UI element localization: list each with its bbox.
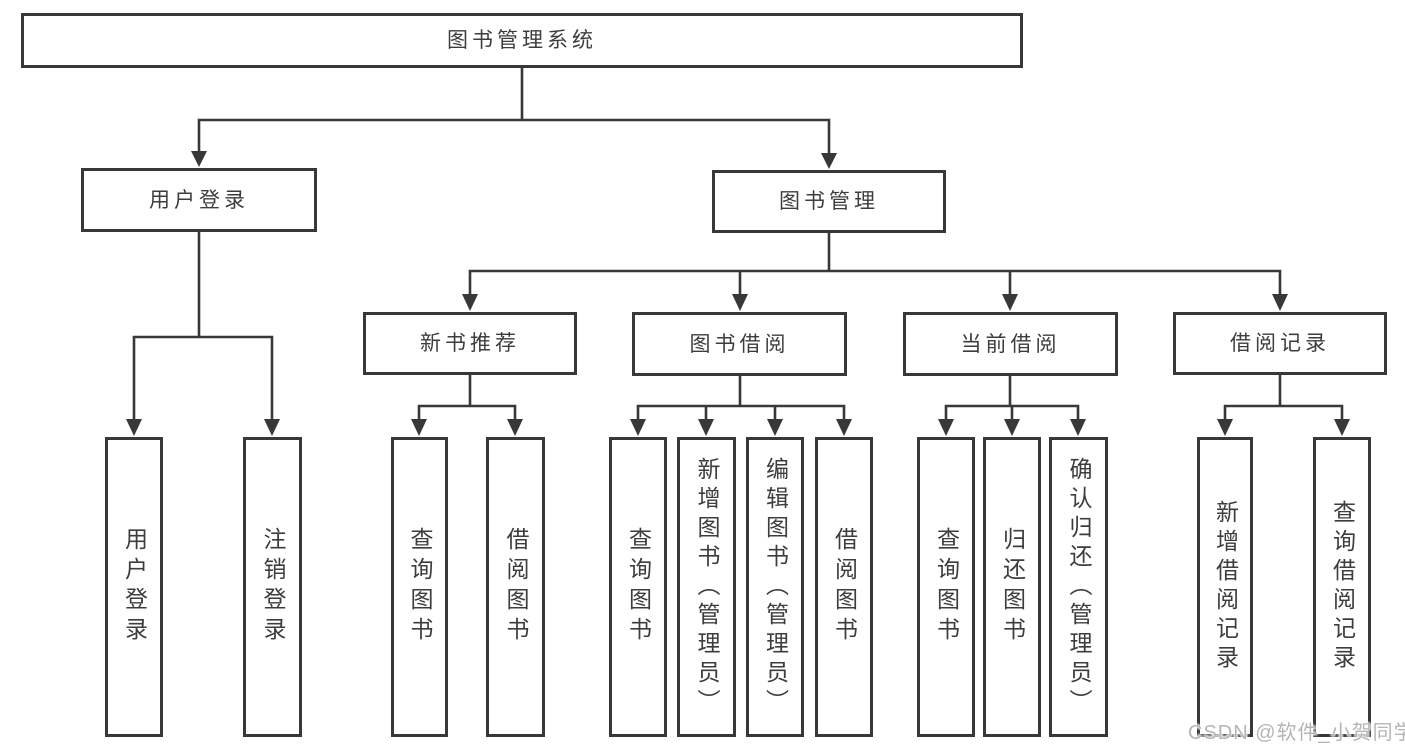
leaf-user-login: 用户登录 <box>105 437 163 737</box>
arrow-icon <box>1004 419 1020 436</box>
leaf-borrow-book-1: 借阅图书 <box>486 437 545 737</box>
arrow-icon <box>1002 294 1018 311</box>
arrow-icon <box>191 151 207 167</box>
node-new-book-recommend: 新书推荐 <box>363 312 577 375</box>
arrow-icon <box>698 419 714 436</box>
connector-current-borrow-to-leaves <box>944 373 1080 423</box>
node-label: 用户登录 <box>149 188 249 212</box>
node-label: 图书借阅 <box>689 332 790 356</box>
node-borrow-record: 借阅记录 <box>1173 312 1387 375</box>
arrow-icon <box>411 419 427 436</box>
leaf-borrow-book-2: 借阅图书 <box>815 437 873 737</box>
leaf-query-book-3: 查询图书 <box>917 437 975 737</box>
arrow-icon <box>264 419 280 436</box>
node-label: 借阅记录 <box>1230 332 1330 355</box>
leaf-label: 查询图书 <box>933 527 960 647</box>
leaf-confirm-return-admin: 确认归还（管理员） <box>1049 437 1108 737</box>
arrow-icon <box>507 419 523 436</box>
leaf-label: 归还图书 <box>999 527 1026 647</box>
leaf-query-borrow-record: 查询借阅记录 <box>1313 437 1371 737</box>
arrow-icon <box>1272 294 1288 311</box>
arrow-icon <box>630 419 646 436</box>
leaf-logout: 注销登录 <box>243 437 302 737</box>
leaf-label: 查询图书 <box>407 527 433 647</box>
leaf-label: 编辑图书（管理员） <box>762 456 789 718</box>
leaf-query-book-1: 查询图书 <box>391 437 448 737</box>
leaf-label: 注销登录 <box>260 527 286 647</box>
leaf-label: 查询图书 <box>625 527 652 647</box>
connector-root-to-branches <box>197 66 831 156</box>
node-current-borrow: 当前借阅 <box>903 312 1118 376</box>
leaf-label: 新增借阅记录 <box>1212 500 1239 674</box>
arrow-icon <box>821 153 837 169</box>
connector-new-book-to-leaves <box>417 373 517 423</box>
arrow-icon <box>126 419 142 436</box>
leaf-label: 借阅图书 <box>831 527 858 647</box>
node-label: 图书管理 <box>779 190 879 213</box>
leaf-query-book-2: 查询图书 <box>609 437 667 737</box>
leaf-return-book: 归还图书 <box>983 437 1041 737</box>
arrow-icon <box>1070 419 1086 436</box>
arrow-icon <box>1217 419 1233 436</box>
leaf-add-borrow-record: 新增借阅记录 <box>1197 437 1253 737</box>
leaf-label: 借阅图书 <box>503 527 529 647</box>
node-book-borrow: 图书借阅 <box>632 312 847 376</box>
leaf-label: 查询借阅记录 <box>1329 500 1356 674</box>
node-label: 当前借阅 <box>960 332 1061 356</box>
node-label: 新书推荐 <box>420 332 520 355</box>
node-root-label: 图书管理系统 <box>447 29 597 52</box>
leaf-edit-book-admin: 编辑图书（管理员） <box>746 437 804 737</box>
connector-user-login-to-leaves <box>132 230 274 423</box>
leaf-label: 确认归还（管理员） <box>1066 456 1092 718</box>
arrow-icon <box>836 419 852 436</box>
leaf-label: 用户登录 <box>121 527 148 647</box>
watermark: CSDN @软件_小贺同学 <box>1188 722 1405 744</box>
leaf-add-book-admin: 新增图书（管理员） <box>677 437 736 737</box>
node-book-management: 图书管理 <box>712 170 946 233</box>
connector-borrow-record-to-leaves <box>1223 373 1344 423</box>
arrow-icon <box>732 294 748 311</box>
arrow-icon <box>462 294 478 311</box>
node-user-login: 用户登录 <box>81 168 317 232</box>
node-root: 图书管理系统 <box>21 13 1023 68</box>
leaf-label: 新增图书（管理员） <box>694 456 720 718</box>
connector-book-mgmt-to-groups <box>468 231 1282 298</box>
arrow-icon <box>938 419 954 436</box>
arrow-icon <box>1334 419 1350 436</box>
arrow-icon <box>767 419 783 436</box>
connector-book-borrow-to-leaves <box>636 373 846 423</box>
